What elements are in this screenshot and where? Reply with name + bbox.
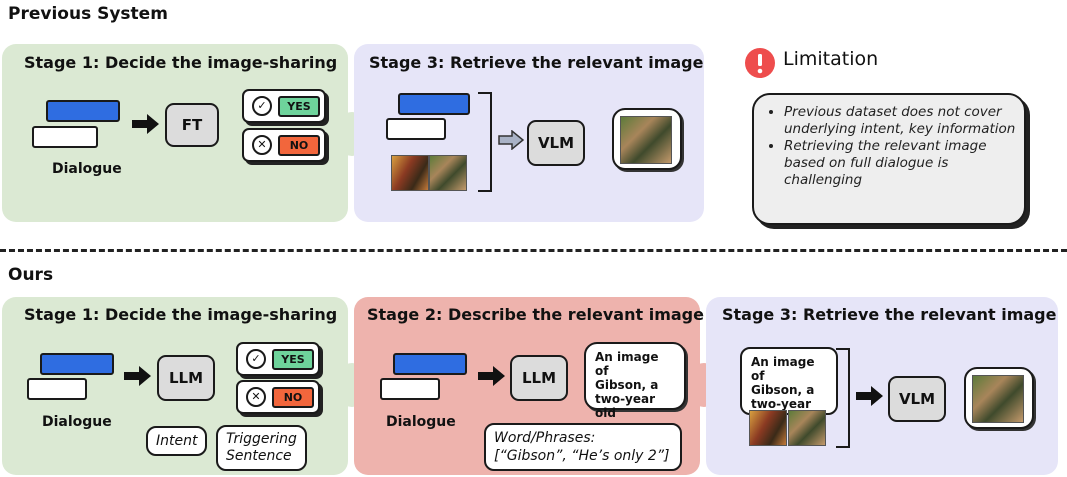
candidate-photo: [391, 155, 429, 191]
retrieved-image-bubble: [964, 367, 1034, 429]
check-icon: ✓: [246, 349, 266, 369]
llm-model-box: LLM: [510, 355, 568, 401]
limitation-title: Limitation: [783, 48, 879, 70]
yes-option: ✓ YES: [242, 89, 326, 123]
dialogue-bubble-white: [380, 378, 440, 400]
image-description-bubble: An image of Gibson, a two-year old: [584, 342, 686, 420]
limitation-box: Previous dataset does not cover underlyi…: [752, 93, 1026, 225]
triggering-line: Sentence: [226, 448, 292, 464]
arrow-right-icon: [132, 114, 159, 134]
description-line: An image of: [595, 350, 659, 378]
description-line: Gibson, a: [751, 383, 815, 397]
ours-stage3-title: Stage 3: Retrieve the relevant image: [722, 305, 1057, 324]
candidate-photo: [749, 410, 787, 446]
alert-icon: [745, 48, 775, 78]
prev-dialogue-label: Dialogue: [52, 161, 122, 177]
arrow-right-icon: [124, 366, 151, 386]
check-icon: ✓: [252, 96, 272, 116]
arrow-right-icon: [856, 386, 883, 406]
image-description-bubble: An image of Gibson, a two-year old: [740, 347, 838, 425]
prev-stage1-title: Stage 1: Decide the image-sharing: [24, 53, 338, 72]
intent-bubble: Intent: [146, 426, 208, 456]
limitation-item: Retrieving the relevant image based on f…: [784, 138, 1024, 189]
triggering-line: Triggering: [226, 431, 297, 447]
yes-option: ✓ YES: [236, 342, 320, 376]
arrow-right-icon: [478, 366, 505, 386]
dialogue-bubble-blue: [398, 93, 470, 115]
dialogue-bubble-white: [27, 378, 87, 400]
yes-label: YES: [272, 349, 314, 370]
triggering-sentence-bubble: Triggering Sentence: [216, 425, 307, 471]
no-label: NO: [272, 387, 314, 408]
description-line: An image of: [751, 355, 815, 383]
retrieved-image-bubble: [612, 108, 682, 170]
no-option: ✕ NO: [236, 380, 320, 414]
dialogue-bubble-blue: [46, 100, 120, 122]
prev-stage3-title: Stage 3: Retrieve the relevant image: [369, 53, 704, 72]
phrases-label: Word/Phrases:: [494, 430, 596, 446]
ours-stage1-dialogue-label: Dialogue: [42, 414, 112, 430]
dialogue-bubble-white: [386, 118, 446, 140]
llm-model-box: LLM: [157, 355, 215, 401]
vlm-model-box: VLM: [888, 376, 946, 422]
cross-icon: ✕: [246, 387, 266, 407]
no-label: NO: [278, 135, 320, 156]
section-divider: [0, 249, 1067, 252]
cross-icon: ✕: [252, 135, 272, 155]
candidate-photo: [788, 410, 826, 446]
word-phrases-bubble: Word/Phrases: [“Gibson”, “He’s only 2”]: [484, 423, 682, 471]
description-line: Gibson, a: [595, 378, 659, 392]
ours-stage2-dialogue-label: Dialogue: [386, 414, 456, 430]
no-option: ✕ NO: [242, 128, 326, 162]
description-line: two-year old: [595, 392, 656, 420]
retrieved-photo: [620, 116, 672, 164]
ft-model-box: FT: [165, 103, 219, 147]
dialogue-bubble-blue: [40, 353, 114, 375]
phrases-value: [“Gibson”, “He’s only 2”]: [494, 448, 670, 464]
dialogue-bubble-white: [32, 126, 98, 148]
arrow-right-icon: [498, 130, 524, 150]
yes-label: YES: [278, 96, 320, 117]
bracket: [478, 92, 492, 192]
retrieved-photo: [972, 375, 1024, 423]
previous-system-title: Previous System: [8, 4, 168, 24]
ours-stage1-title: Stage 1: Decide the image-sharing: [24, 305, 338, 324]
limitation-item: Previous dataset does not cover underlyi…: [784, 104, 1024, 138]
candidate-photo: [429, 155, 467, 191]
ours-title: Ours: [8, 265, 54, 285]
vlm-model-box: VLM: [527, 120, 585, 166]
bracket: [836, 348, 850, 448]
dialogue-bubble-blue: [393, 353, 467, 375]
ours-stage2-title: Stage 2: Describe the relevant image: [367, 305, 704, 324]
